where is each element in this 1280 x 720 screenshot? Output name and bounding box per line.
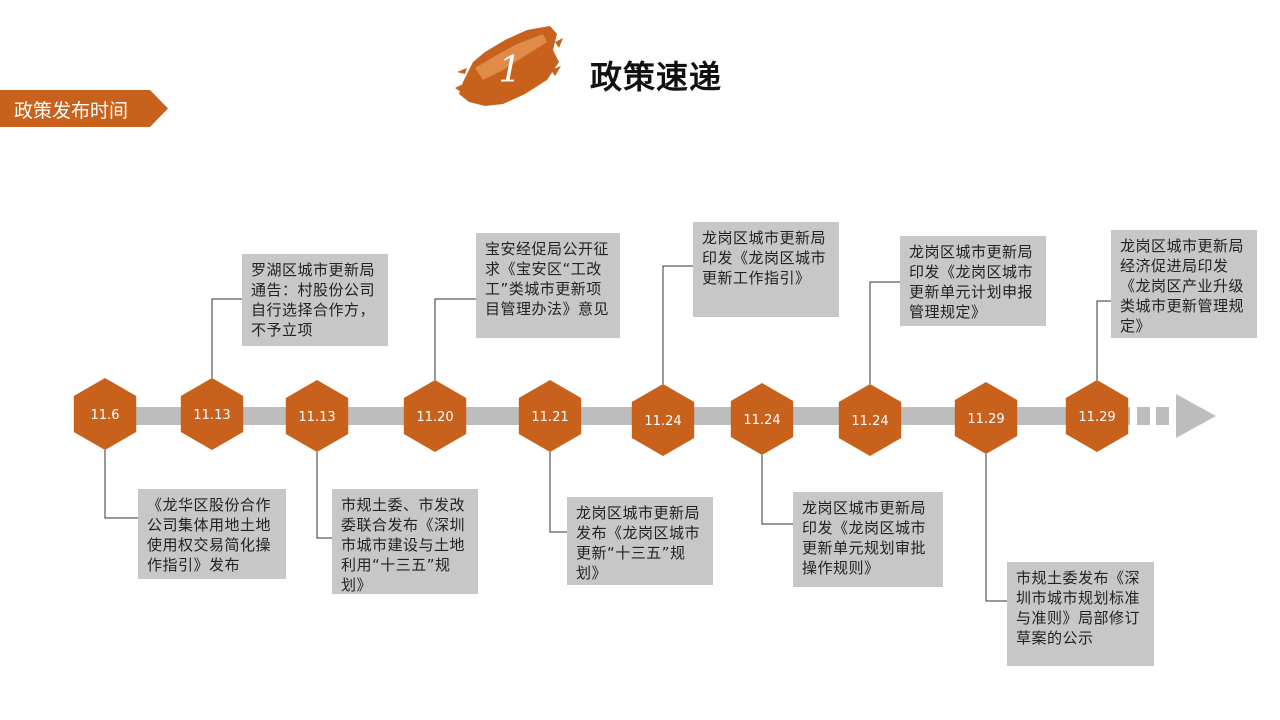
policy-box: 龙岗区城市更新局印发《龙岗区城市更新单元规划审批操作规则》 xyxy=(793,492,943,587)
connector-line xyxy=(761,455,793,525)
timeline-node: 11.24 xyxy=(838,384,902,456)
hexagon-shape xyxy=(180,378,244,450)
policy-box: 罗湖区城市更新局通告：村股份公司自行选择合作方，不予立项 xyxy=(242,254,388,346)
node-date: 11.29 xyxy=(1078,410,1115,425)
timeline-node: 11.24 xyxy=(631,384,695,456)
timeline-node: 11.29 xyxy=(954,382,1018,454)
node-date: 11.24 xyxy=(644,414,681,429)
connector-line xyxy=(104,450,138,519)
node-date: 11.13 xyxy=(298,410,335,425)
timeline-dash xyxy=(1137,407,1150,425)
timeline-node: 11.13 xyxy=(180,378,244,450)
policy-box: 市规土委、市发改委联合发布《深圳市城市建设与土地利用“十三五”规划》 xyxy=(332,489,478,594)
connector-line xyxy=(662,265,693,384)
hexagon-shape xyxy=(403,380,467,452)
hexagon-shape xyxy=(730,383,794,455)
policy-box: 《龙华区股份合作公司集体用地土地使用权交易简化操作指引》发布 xyxy=(138,489,286,579)
hexagon-shape xyxy=(954,382,1018,454)
policy-box: 龙岗区城市更新局印发《龙岗区城市更新单元计划申报管理规定》 xyxy=(900,236,1046,326)
connector-line xyxy=(211,298,242,378)
timeline-dash xyxy=(1156,407,1169,425)
connector-line xyxy=(985,454,1007,602)
hexagon-shape xyxy=(285,380,349,452)
connector-line xyxy=(434,298,476,380)
hexagon-shape xyxy=(518,380,582,452)
node-date: 11.24 xyxy=(743,413,780,428)
brush-badge-icon: 1 xyxy=(455,26,563,106)
connector-line xyxy=(1096,300,1111,380)
policy-box: 宝安经促局公开征求《宝安区“工改工”类城市更新项目管理办法》意见 xyxy=(476,233,620,338)
node-date: 11.24 xyxy=(851,414,888,429)
node-date: 11.13 xyxy=(193,408,230,423)
connector-line xyxy=(316,452,332,539)
policy-box: 龙岗区城市更新局印发《龙岗区城市更新工作指引》 xyxy=(693,222,839,317)
node-date: 11.6 xyxy=(91,408,120,423)
page-title: 政策速递 xyxy=(590,58,723,96)
timeline-node: 11.24 xyxy=(730,383,794,455)
timeline-node: 11.13 xyxy=(285,380,349,452)
timeline-node: 11.21 xyxy=(518,380,582,452)
node-date: 11.29 xyxy=(967,412,1004,427)
timeline-node: 11.6 xyxy=(73,378,137,450)
policy-box: 龙岗区城市更新局发布《龙岗区城市更新“十三五”规划》 xyxy=(567,497,713,585)
node-date: 11.21 xyxy=(531,410,568,425)
policy-box: 龙岗区城市更新局 经济促进局印发《龙岗区产业升级类城市更新管理规定》 xyxy=(1111,230,1257,338)
hexagon-shape xyxy=(73,378,137,450)
hexagon-shape xyxy=(631,384,695,456)
hexagon-shape xyxy=(838,384,902,456)
node-date: 11.20 xyxy=(416,410,453,425)
timeline-arrow-icon xyxy=(1176,394,1216,438)
connector-line xyxy=(549,452,567,533)
section-tag-label: 政策发布时间 xyxy=(14,100,129,122)
timeline-node: 11.20 xyxy=(403,380,467,452)
connector-line xyxy=(869,281,900,384)
hexagon-shape xyxy=(1065,380,1129,452)
timeline-node: 11.29 xyxy=(1065,380,1129,452)
badge-number: 1 xyxy=(499,50,522,91)
policy-box: 市规土委发布《深圳市城市规划标准与准则》局部修订草案的公示 xyxy=(1007,562,1154,666)
section-tag-shape xyxy=(0,90,168,127)
